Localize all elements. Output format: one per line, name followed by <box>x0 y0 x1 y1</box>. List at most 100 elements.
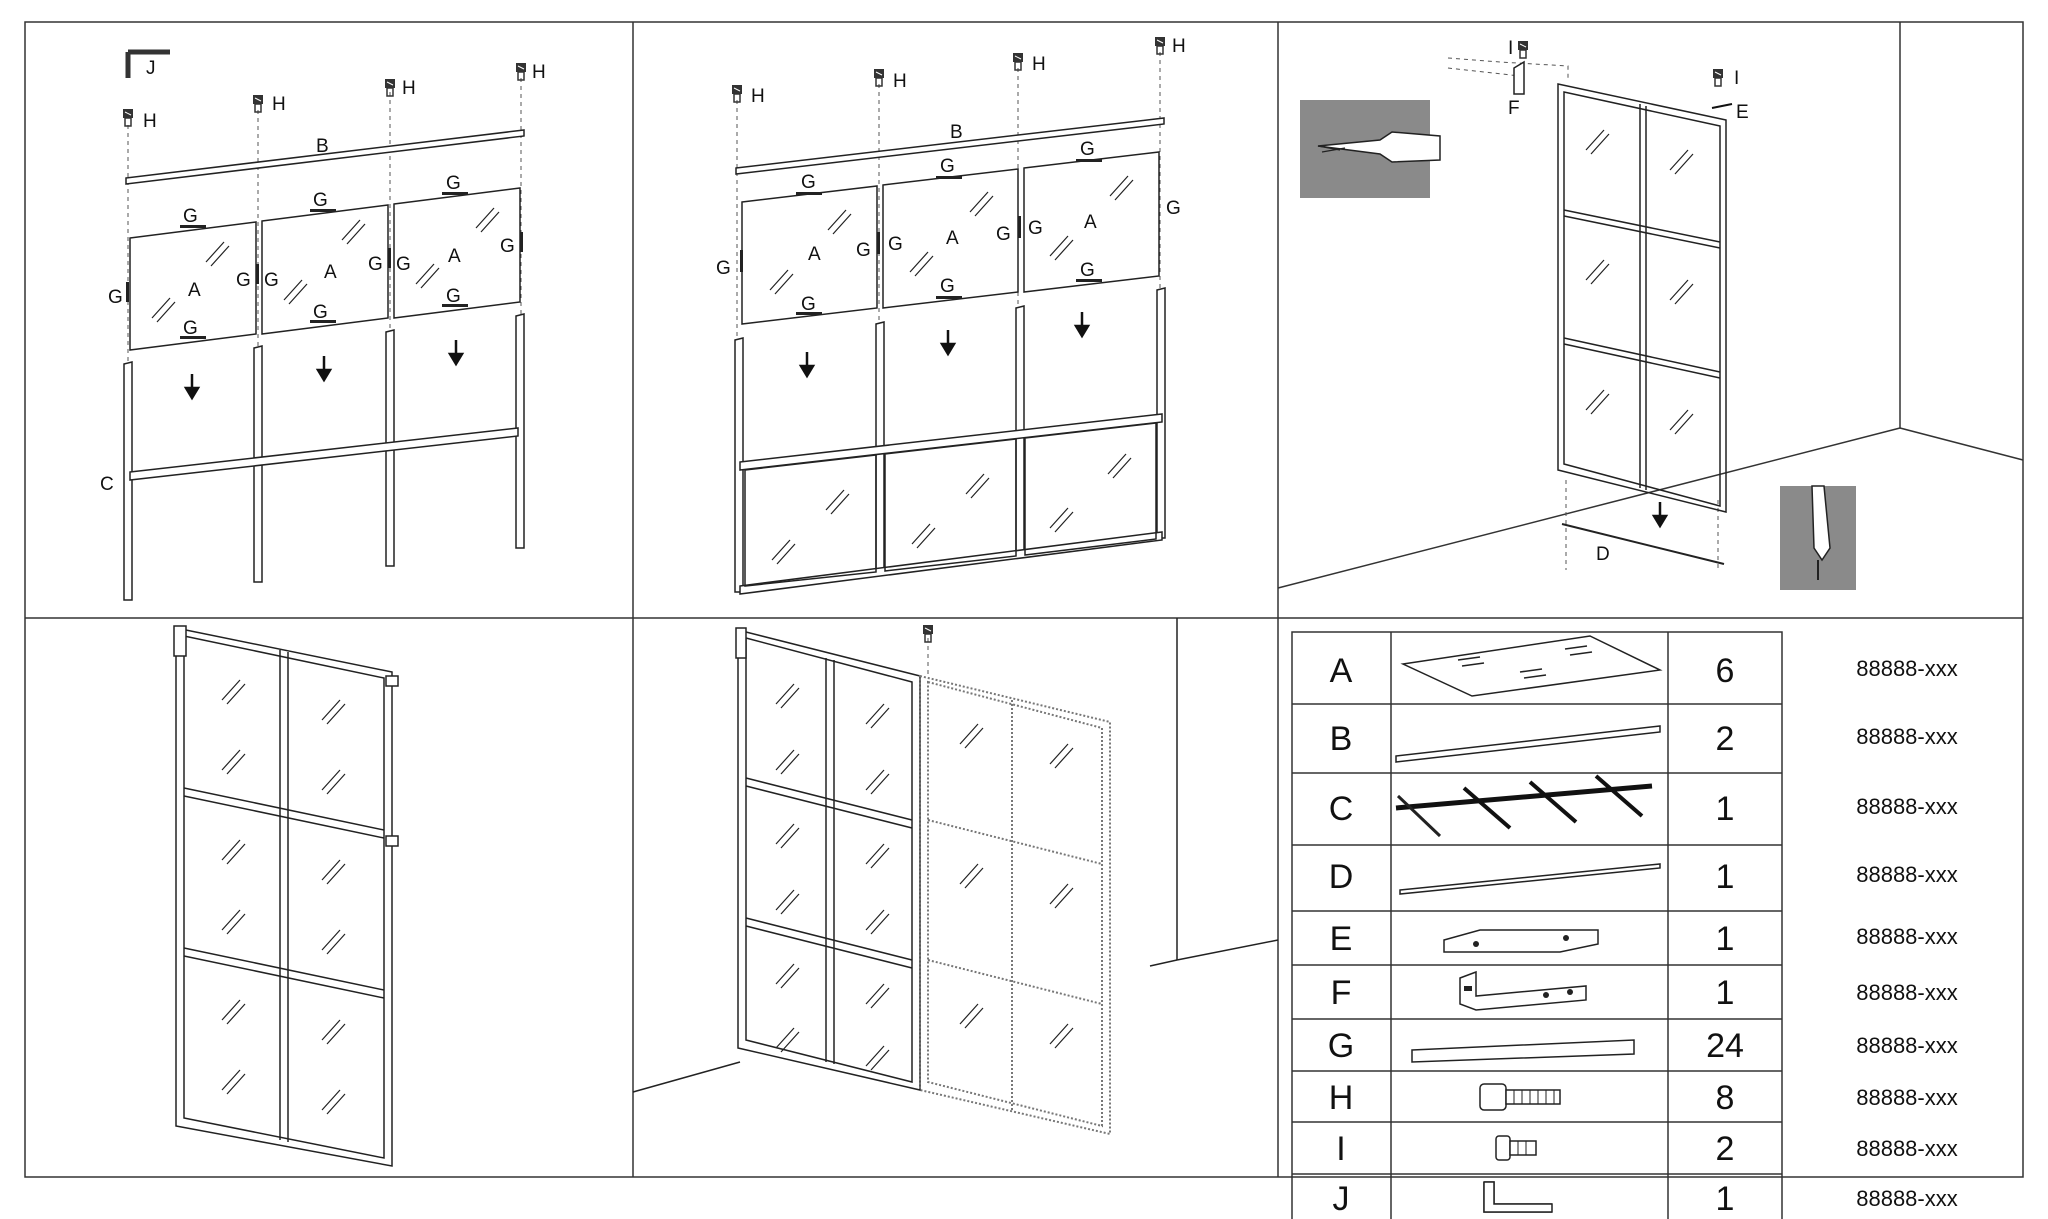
frame-c <box>123 313 525 601</box>
svg-text:J: J <box>1333 1180 1350 1218</box>
svg-text:F: F <box>1331 974 1352 1012</box>
ghost-panel <box>919 674 1111 1136</box>
svg-text:88888-xxx: 88888-xxx <box>1856 862 1958 887</box>
svg-text:I: I <box>1336 1130 1345 1168</box>
svg-text:G: G <box>996 224 1011 245</box>
svg-text:8: 8 <box>1716 1079 1735 1117</box>
step-5-panel <box>632 618 1279 1093</box>
parts-table: A 6 88888-xxx B 2 88888-xxx C 1 88888-xx… <box>1291 631 1958 1219</box>
label-f: F <box>1508 98 1520 119</box>
svg-text:G: G <box>396 254 411 275</box>
svg-text:G: G <box>888 234 903 255</box>
svg-text:H: H <box>532 62 546 83</box>
svg-text:I: I <box>1734 68 1739 89</box>
svg-text:H: H <box>1032 54 1046 75</box>
svg-text:G: G <box>1080 260 1095 281</box>
part-c-frame-icon <box>1395 774 1653 838</box>
table-row: D 1 88888-xxx <box>1329 858 1958 896</box>
step-1-panel: J H H H H B <box>100 49 546 601</box>
label-j: J <box>146 58 156 79</box>
svg-text:G: G <box>801 294 816 315</box>
svg-text:2: 2 <box>1716 1130 1735 1168</box>
svg-text:A: A <box>808 244 821 265</box>
svg-text:G: G <box>108 287 123 308</box>
step-4-panel <box>173 625 399 1167</box>
table-row: C 1 88888-xxx <box>1329 790 1958 828</box>
part-e-plate-icon <box>1443 929 1599 953</box>
label-h: H <box>143 111 157 132</box>
svg-text:G: G <box>264 270 279 291</box>
step-2-panel: H H H H B G G G G G G G G <box>716 36 1186 595</box>
svg-text:H: H <box>1329 1079 1354 1117</box>
table-row: G 24 88888-xxx <box>1328 1027 1958 1065</box>
svg-text:G: G <box>801 172 816 193</box>
table-row: F 1 88888-xxx <box>1331 974 1958 1012</box>
svg-text:G: G <box>716 258 731 279</box>
row-letter: A <box>1330 652 1353 690</box>
svg-text:88888-xxx: 88888-xxx <box>1856 1033 1958 1058</box>
svg-text:A: A <box>324 262 337 283</box>
svg-text:G: G <box>313 190 328 211</box>
svg-text:G: G <box>940 276 955 297</box>
svg-text:1: 1 <box>1716 1180 1735 1218</box>
svg-text:A: A <box>946 228 959 249</box>
part-b-bar-icon <box>1395 725 1661 763</box>
label-b: B <box>316 136 329 157</box>
svg-text:88888-xxx: 88888-xxx <box>1856 724 1958 749</box>
part-a-glass-icon <box>1400 635 1663 697</box>
svg-text:G: G <box>500 236 515 257</box>
svg-text:G: G <box>1328 1027 1354 1065</box>
svg-text:2: 2 <box>1716 720 1735 758</box>
svg-text:H: H <box>272 94 286 115</box>
svg-text:1: 1 <box>1716 974 1735 1012</box>
svg-text:G: G <box>236 270 251 291</box>
label-g: G <box>183 206 198 227</box>
table-row: B 2 88888-xxx <box>1330 720 1958 758</box>
svg-text:H: H <box>751 86 765 107</box>
svg-text:B: B <box>950 122 963 143</box>
bottom-track-d <box>1561 523 1725 565</box>
svg-text:1: 1 <box>1716 858 1735 896</box>
table-row: A 6 88888-xxx <box>1330 652 1958 690</box>
svg-text:88888-xxx: 88888-xxx <box>1856 794 1958 819</box>
svg-text:24: 24 <box>1706 1027 1744 1065</box>
svg-text:G: G <box>446 286 461 307</box>
svg-text:88888-xxx: 88888-xxx <box>1856 924 1958 949</box>
table-row: H 8 88888-xxx <box>1329 1079 1958 1117</box>
label-c: C <box>100 474 114 495</box>
svg-text:G: G <box>183 318 198 339</box>
svg-text:E: E <box>1330 920 1353 958</box>
table-row: E 1 88888-xxx <box>1330 920 1958 958</box>
svg-text:H: H <box>402 78 416 99</box>
svg-text:G: G <box>368 254 383 275</box>
svg-text:D: D <box>1329 858 1354 896</box>
label-d: D <box>1596 544 1610 565</box>
svg-text:G: G <box>1028 218 1043 239</box>
svg-text:B: B <box>1330 720 1353 758</box>
label-a: A <box>188 280 201 301</box>
part-d-track-icon <box>1399 863 1661 895</box>
svg-text:1: 1 <box>1716 790 1735 828</box>
svg-text:C: C <box>1329 790 1354 828</box>
svg-text:H: H <box>893 71 907 92</box>
panel-grid <box>24 21 2024 1178</box>
label-e: E <box>1736 102 1749 123</box>
label-i: I <box>1508 38 1513 59</box>
svg-text:G: G <box>856 240 871 261</box>
step-3-panel: I I F E D <box>1277 22 2024 590</box>
svg-text:G: G <box>313 302 328 323</box>
table-row: I 2 88888-xxx <box>1336 1130 1957 1168</box>
part-f-bracket-icon <box>1459 970 1587 1011</box>
row-qty: 6 <box>1716 652 1735 690</box>
part-g-strip-icon <box>1411 1039 1635 1063</box>
part-i-screw-icon <box>1495 1135 1537 1161</box>
top-bar-b <box>125 129 525 185</box>
svg-text:A: A <box>448 246 461 267</box>
svg-text:88888-xxx: 88888-xxx <box>1856 980 1958 1005</box>
svg-text:1: 1 <box>1716 920 1735 958</box>
svg-text:H: H <box>1172 36 1186 57</box>
svg-text:A: A <box>1084 212 1097 233</box>
svg-text:88888-xxx: 88888-xxx <box>1856 1136 1958 1161</box>
svg-text:88888-xxx: 88888-xxx <box>1856 1186 1958 1211</box>
